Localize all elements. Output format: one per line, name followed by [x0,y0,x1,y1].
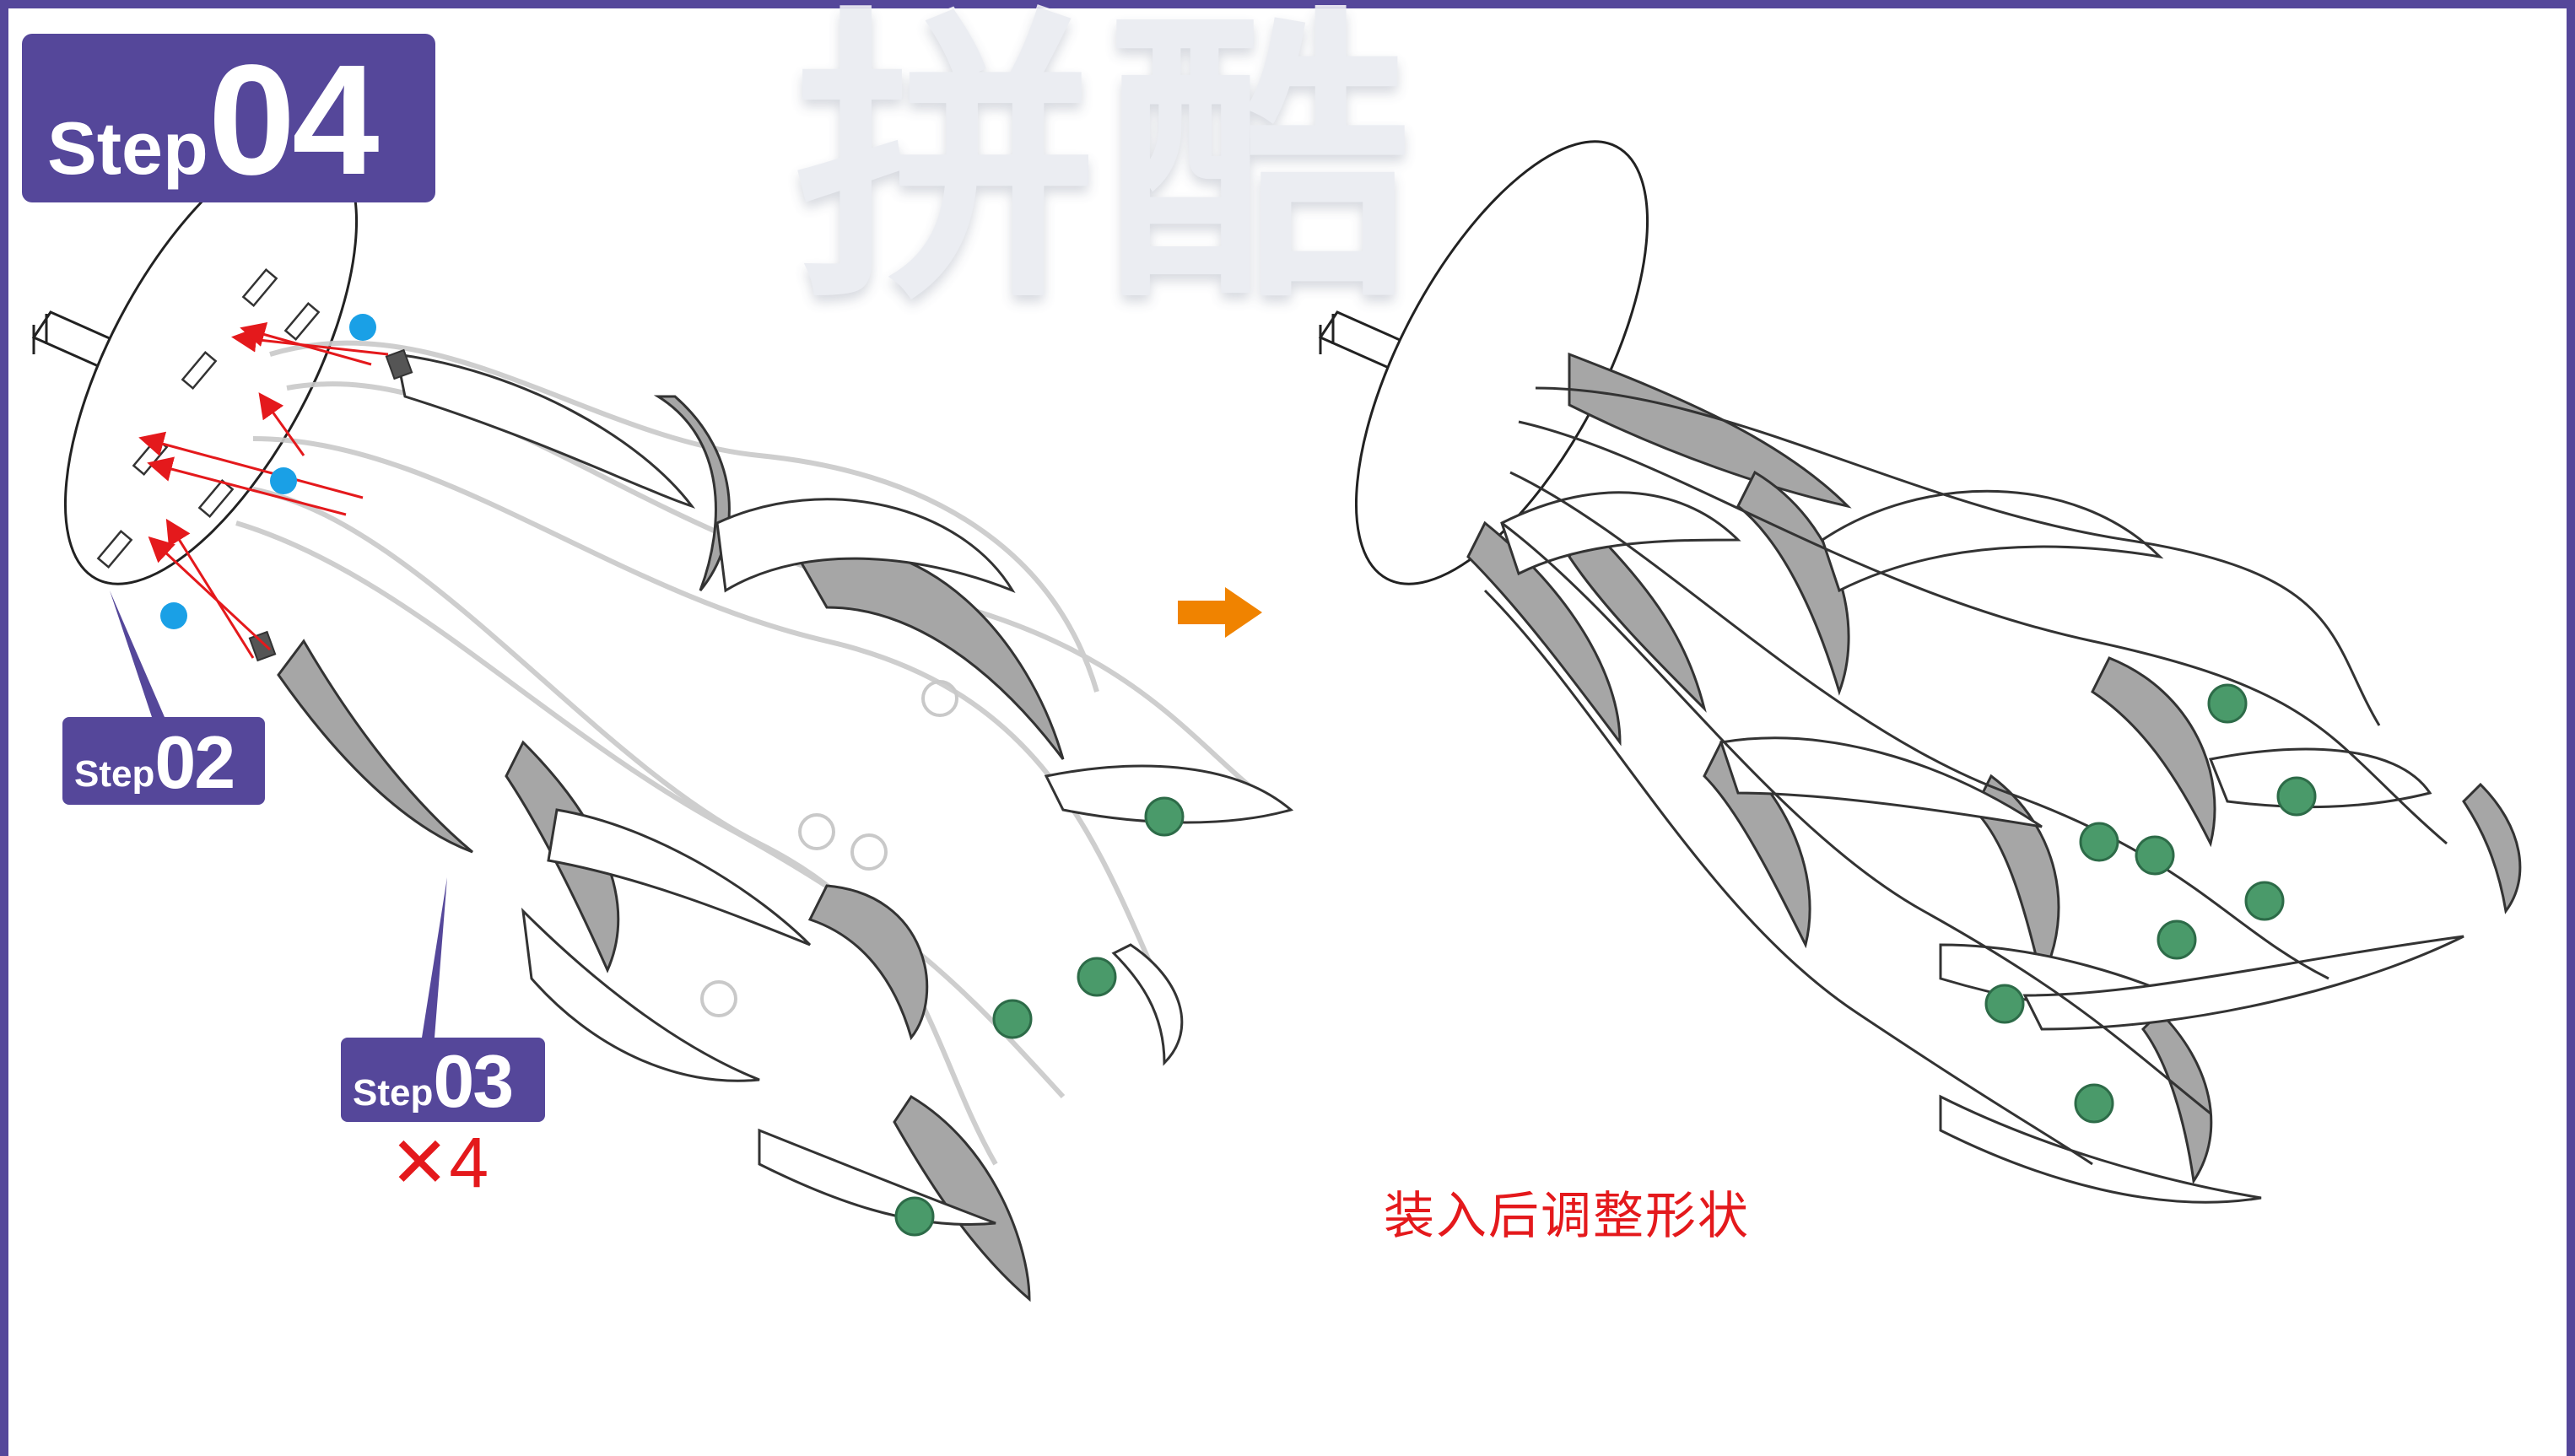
quantity-multiplier: ✕4 [390,1123,489,1202]
leader-line-step02 [110,590,165,717]
before-assembly-diagram [31,140,1294,1302]
green-dot-icon [1984,683,2317,1124]
callout-step02-number: 02 [154,720,235,804]
green-dot-icon [894,796,1185,1237]
step-label: Step [47,106,208,190]
leader-line-step03 [422,877,447,1038]
step-number: 04 [208,33,380,208]
step-badge: Step 04 [22,34,435,202]
callout-step03-label: Step [353,1072,434,1114]
right-arrow-icon [1178,587,1262,638]
blue-dot-icon [160,314,376,629]
callout-step02-label: Step [74,753,155,795]
callout-step03-number: 03 [433,1038,514,1123]
brand-watermark: 拼酷 [795,0,1419,339]
instruction-note: 装入后调整形状 [1384,1188,1750,1244]
callout-step03: Step 03 [341,1038,545,1122]
callout-step02: Step 02 [62,717,265,805]
after-assembly-diagram [1318,140,2522,1204]
